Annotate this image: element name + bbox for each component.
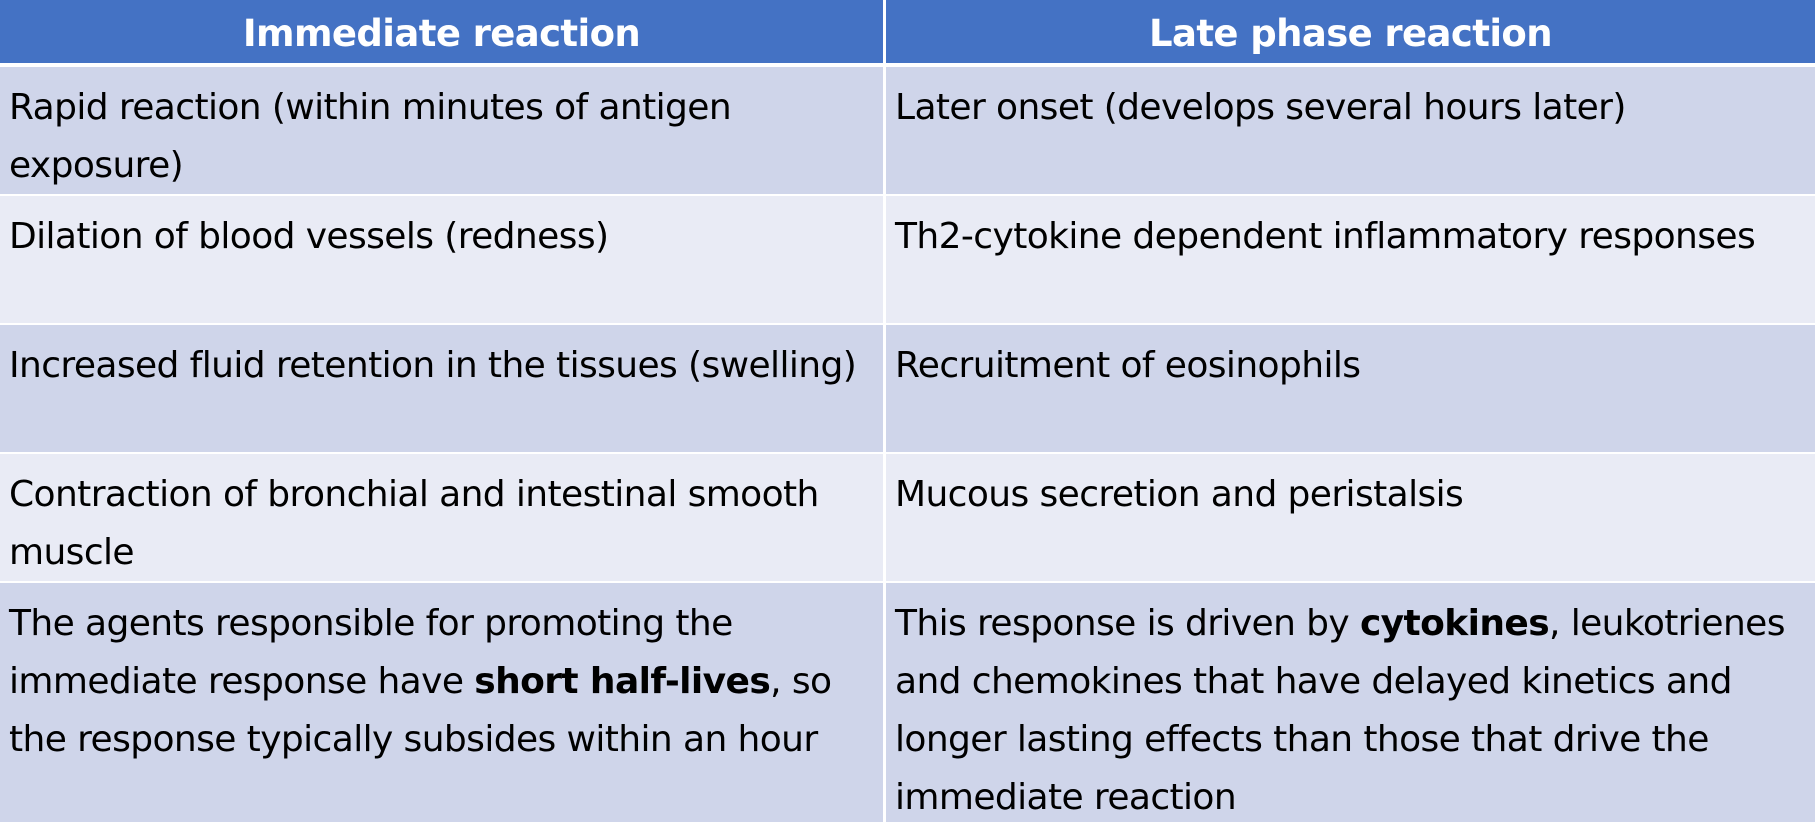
cell-late-row-5: This response is driven by cytokines, le… (883, 583, 1815, 822)
cell-immediate-row-5: The agents responsible for promoting the… (0, 583, 883, 822)
cell-late-row-2: Th2-cytokine dependent inflammatory resp… (883, 196, 1815, 325)
cell-late-row-4: Mucous secretion and peristalsis (883, 454, 1815, 583)
cell-immediate-row-1: Rapid reaction (within minutes of antige… (0, 67, 883, 196)
cell-immediate-row-5-text-end: , so the response typically subsides wit… (9, 661, 832, 760)
cell-immediate-row-3: Increased fluid retention in the tissues… (0, 325, 883, 454)
cell-late-row-5-text: This response is driven by (895, 603, 1360, 644)
emphasis-short-half-lives: short half-lives (474, 661, 771, 702)
cell-late-row-1: Later onset (develops several hours late… (883, 67, 1815, 196)
cell-immediate-row-2: Dilation of blood vessels (redness) (0, 196, 883, 325)
cell-late-row-5-text-end: , leukotrienes and chemokines that have … (895, 603, 1785, 818)
emphasis-cytokines: cytokines (1359, 603, 1550, 644)
header-late-phase-reaction: Late phase reaction (883, 0, 1815, 67)
cell-immediate-row-5-text: The agents responsible for promoting the… (9, 603, 733, 702)
cell-immediate-row-4: Contraction of bronchial and intestinal … (0, 454, 883, 583)
header-immediate-reaction: Immediate reaction (0, 0, 883, 67)
cell-late-row-3: Recruitment of eosinophils (883, 325, 1815, 454)
